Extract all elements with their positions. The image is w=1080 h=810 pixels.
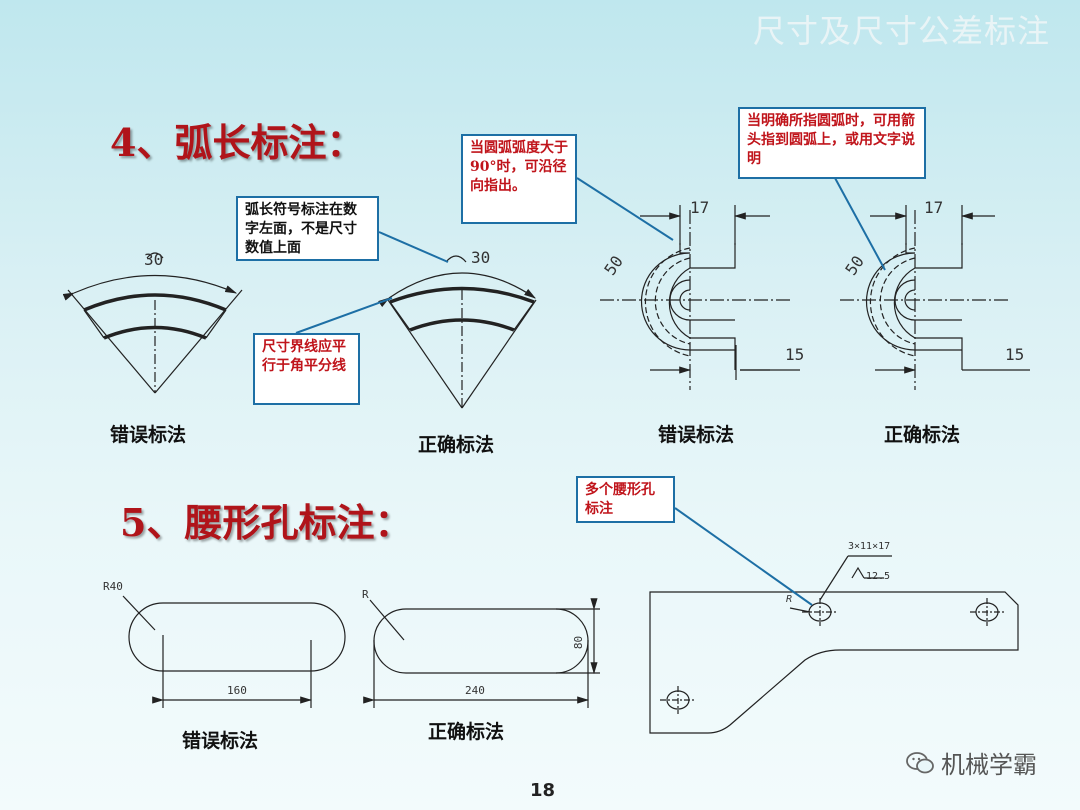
wechat-icon [906, 751, 934, 773]
callout-specify-arc: 当明确所指圆弧时，可用箭头指到圆弧上，或用文字说明 [738, 107, 926, 179]
caption-arc-right: 正确标法 [418, 434, 495, 456]
dim-slot-wrong-length: 160 [227, 684, 247, 697]
caption-slot-wrong: 错误标法 [182, 730, 259, 752]
dim-arc-right: 30 [471, 248, 491, 267]
dim-bend1-bottom: 15 [785, 345, 805, 364]
callout-multi-slot: 多个腰形孔标注 [576, 476, 675, 523]
caption-slot-right: 正确标法 [428, 721, 505, 743]
dim-bend1-top: 17 [690, 198, 710, 217]
dim-plate-count: 3×11×17 [848, 541, 891, 552]
slide-title: 尺寸及尺寸公差标注 [752, 12, 1050, 50]
callout-arc-symbol: 弧长符号标注在数字左面，不是尺寸数值上面 [236, 196, 379, 261]
caption-bend-right: 正确标法 [884, 424, 961, 446]
dim-plate-radius: R [786, 594, 793, 605]
arc-right-drawing [378, 255, 537, 409]
slot-wrong-drawing [122, 595, 346, 708]
section-title-slot-hole: 5、腰形孔标注： [120, 500, 413, 545]
callout-over-90: 当圆弧弧度大于90°时，可沿径向指出。 [461, 134, 577, 224]
dim-arc-wrong: 30 [144, 250, 164, 269]
dim-bend2-bottom: 15 [1005, 345, 1025, 364]
dim-slot-right-height: 80 [572, 635, 586, 650]
dim-bend2-top: 17 [924, 198, 944, 217]
dim-slot-right-radius: R [362, 588, 369, 601]
callout-extension-line: 尺寸界线应平行于角平分线 [253, 333, 360, 405]
page-number: 18 [530, 780, 556, 801]
caption-bend-wrong: 错误标法 [658, 424, 735, 446]
plate-drawing [649, 555, 1019, 734]
dim-slot-wrong-radius: R40 [103, 580, 123, 593]
slot-right-drawing [363, 598, 600, 708]
watermark: 机械学霸 [905, 745, 1037, 780]
caption-arc-wrong: 错误标法 [110, 424, 187, 446]
bend-wrong-drawing [600, 205, 800, 390]
arc-wrong-drawing [62, 252, 243, 394]
section-title-arc-length: 4、弧长标注： [110, 120, 365, 165]
watermark-text: 机械学霸 [941, 751, 1037, 779]
bend-right-drawing [840, 205, 1030, 390]
dim-slot-right-length: 240 [465, 684, 485, 697]
dim-plate-depth: 12.5 [866, 571, 891, 582]
